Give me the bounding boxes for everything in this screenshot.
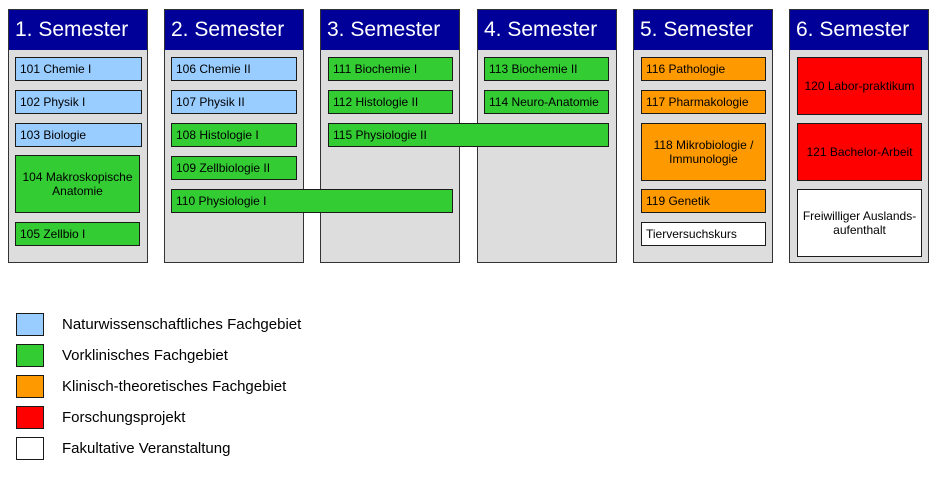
module-106: 106 Chemie II [171,57,297,81]
module-107: 107 Physik II [171,90,297,114]
legend-swatch-naturwissenschaftlich [16,313,44,336]
legend-swatch-vorklinisch [16,344,44,367]
module-109: 109 Zellbiologie II [171,156,297,180]
semester-header: 1. Semester [9,10,147,50]
module-105: 105 Zellbio I [15,222,140,246]
semester-header: 3. Semester [321,10,459,50]
legend-label-naturwissenschaftlich: Naturwissenschaftliches Fachgebiet [62,316,302,333]
module-113: 113 Biochemie II [484,57,609,81]
legend-label-forschungsprojekt: Forschungsprojekt [62,409,186,426]
semester-header: 4. Semester [478,10,616,50]
semester-header: 5. Semester [634,10,772,50]
module-118: 118 Mikrobiologie / Immunologie [641,123,766,181]
module-114: 114 Neuro-Anatomie [484,90,609,114]
module-119: 119 Genetik [641,189,766,213]
semester-header: 2. Semester [165,10,303,50]
module-104: 104 Makroskopische Anatomie [15,155,140,213]
module-108: 108 Histologie I [171,123,297,147]
legend-swatch-klinisch-theoretisch [16,375,44,398]
module-121: 121 Bachelor-Arbeit [797,123,922,181]
legend-swatch-fakultativ [16,437,44,460]
module-102: 102 Physik I [15,90,142,114]
module-120: 120 Labor-praktikum [797,57,922,115]
module-111: 111 Biochemie I [328,57,453,81]
module-tierversuchskurs: Tierversuchskurs [641,222,766,246]
semester-header: 6. Semester [790,10,928,50]
module-103: 103 Biologie [15,123,142,147]
module-auslandsaufenthalt: Freiwilliger Auslands-aufenthalt [797,189,922,257]
module-112: 112 Histologie II [328,90,453,114]
legend-swatch-forschungsprojekt [16,406,44,429]
legend-label-klinisch-theoretisch: Klinisch-theoretisches Fachgebiet [62,378,287,395]
module-115: 115 Physiologie II [328,123,609,147]
legend-label-vorklinisch: Vorklinisches Fachgebiet [62,347,228,364]
module-117: 117 Pharmakologie [641,90,766,114]
module-101: 101 Chemie I [15,57,142,81]
legend-label-fakultativ: Fakultative Veranstaltung [62,440,231,457]
module-116: 116 Pathologie [641,57,766,81]
module-110: 110 Physiologie I [171,189,453,213]
